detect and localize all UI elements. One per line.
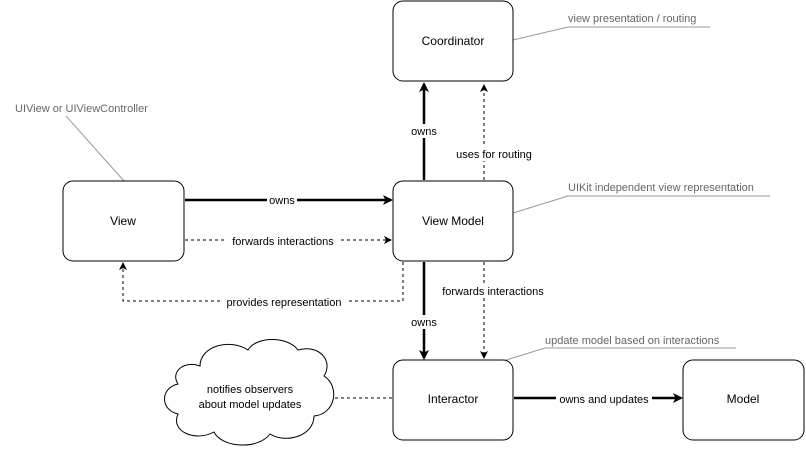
model-label: Model (727, 392, 760, 406)
edge-label-view-owns: owns (269, 195, 295, 207)
view-label: View (110, 214, 136, 228)
edge-label-provides-representation: provides representation (227, 297, 342, 309)
edge-vm-provides-representation (119, 262, 404, 302)
note-connector-view-model (512, 195, 770, 214)
notifications-cloud (164, 339, 335, 446)
coordinator-node (392, 0, 514, 82)
note-view-model: UIKit independent view representation (568, 182, 754, 194)
view-model-node (392, 180, 514, 262)
edge-label-owns-and-updates: owns and updates (559, 394, 649, 406)
note-view: UIView or UIViewController (15, 103, 148, 115)
note-connector-interactor (502, 347, 736, 362)
interactor-node (392, 359, 514, 441)
edge-label-owns-coordinator: owns (411, 126, 437, 138)
edge-label-interactor-forwards: forwards interactions (442, 286, 544, 298)
edge-label-owns-interactor: owns (411, 317, 437, 329)
edge-label-uses-routing: uses for routing (456, 149, 532, 161)
view-model-label: View Model (422, 214, 484, 228)
coordinator-label: Coordinator (422, 34, 485, 48)
model-node (682, 359, 805, 441)
edge-label-view-forwards: forwards interactions (232, 236, 334, 248)
interactor-label: Interactor (428, 392, 479, 406)
note-coordinator: view presentation / routing (568, 13, 696, 25)
note-connector-view (65, 115, 125, 182)
note-interactor: update model based on interactions (545, 335, 720, 347)
note-connector-coordinator (512, 26, 710, 41)
view-node (62, 180, 185, 262)
cloud-label-line1: notifies observers (207, 384, 294, 396)
cloud-label-line2: about model updates (199, 399, 302, 411)
